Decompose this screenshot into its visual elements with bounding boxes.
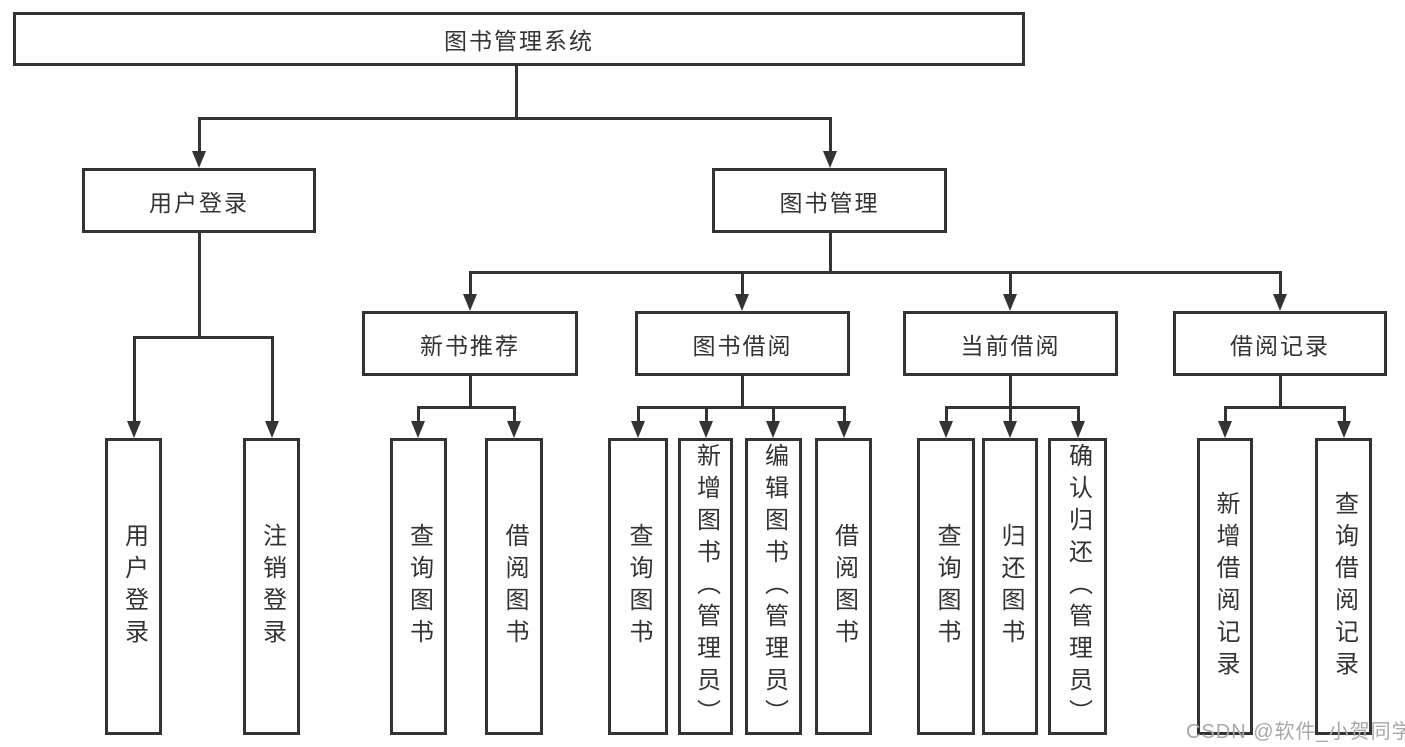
connector-line-vertical: [514, 65, 518, 118]
arrow-stem: [944, 407, 948, 425]
leaf-query-books-recommend: 查询图书: [390, 438, 447, 735]
leaf-add-borrow-record: 新增借阅记录: [1197, 438, 1253, 735]
leaf-query-books-borrowing: 查询图书: [608, 438, 668, 735]
connector-line-vertical: [468, 376, 472, 407]
connector-line-horizontal: [636, 405, 846, 409]
arrow-head-down-icon: [1003, 421, 1017, 438]
arrow-stem: [1008, 272, 1012, 298]
connector-line-horizontal: [197, 116, 832, 120]
arrow-stem: [1076, 407, 1080, 425]
connector-line-vertical: [1278, 376, 1282, 407]
arrow-head-down-icon: [265, 421, 279, 438]
arrow-stem: [704, 407, 708, 425]
arrow-head-down-icon: [699, 421, 713, 438]
connector-line-horizontal: [132, 335, 274, 339]
arrow-stem: [512, 407, 516, 425]
arrow-head-down-icon: [507, 421, 521, 438]
node-book-management: 图书管理: [712, 168, 947, 233]
arrow-head-down-icon: [766, 421, 780, 438]
arrow-stem: [416, 407, 420, 425]
connector-line-horizontal: [416, 405, 516, 409]
arrow-head-down-icon: [735, 294, 749, 311]
connector-line-vertical: [197, 233, 201, 337]
arrow-stem: [468, 272, 472, 298]
arrow-stem: [771, 407, 775, 425]
connector-line-vertical: [1008, 376, 1012, 407]
connector-line-vertical: [828, 233, 832, 272]
arrow-stem: [1223, 407, 1227, 425]
arrow-head-down-icon: [1337, 421, 1351, 438]
arrow-stem: [270, 337, 274, 425]
arrow-stem: [740, 272, 744, 298]
arrow-stem: [842, 407, 846, 425]
arrow-stem: [197, 118, 201, 155]
connector-line-horizontal: [468, 270, 1282, 274]
leaf-logout-login: 注销登录: [243, 438, 300, 735]
leaf-borrow-books-borrowing: 借阅图书: [815, 438, 872, 735]
node-borrowing-records: 借阅记录: [1173, 311, 1387, 376]
leaf-borrow-books-recommend: 借阅图书: [485, 438, 543, 735]
arrow-head-down-icon: [631, 421, 645, 438]
arrow-stem: [132, 337, 136, 425]
arrow-stem: [636, 407, 640, 425]
leaf-confirm-return-admin: 确认归还（管理员）: [1048, 438, 1107, 735]
leaf-return-books: 归还图书: [982, 438, 1038, 735]
arrow-head-down-icon: [127, 421, 141, 438]
node-current-borrowing: 当前借阅: [903, 311, 1118, 376]
connector-line-horizontal: [944, 405, 1080, 409]
arrow-head-down-icon: [463, 294, 477, 311]
node-new-book-recommend: 新书推荐: [362, 311, 578, 376]
arrow-head-down-icon: [1003, 294, 1017, 311]
leaf-edit-books-admin: 编辑图书（管理员）: [745, 438, 802, 735]
arrow-head-down-icon: [1218, 421, 1232, 438]
csdn-watermark: CSDN @软件_小贺同学: [1186, 721, 1405, 743]
connector-line-horizontal: [1223, 405, 1346, 409]
leaf-add-books-admin: 新增图书（管理员）: [678, 438, 733, 735]
arrow-head-down-icon: [411, 421, 425, 438]
arrow-head-down-icon: [192, 151, 206, 168]
arrow-head-down-icon: [1071, 421, 1085, 438]
arrow-head-down-icon: [837, 421, 851, 438]
arrow-stem: [1008, 407, 1012, 425]
arrow-stem: [1342, 407, 1346, 425]
node-root-library-system: 图书管理系统: [13, 12, 1025, 66]
arrow-stem: [1278, 272, 1282, 298]
node-book-borrowing: 图书借阅: [635, 311, 850, 376]
leaf-query-books-current: 查询图书: [917, 438, 975, 735]
leaf-user-login: 用户登录: [105, 438, 162, 735]
arrow-head-down-icon: [939, 421, 953, 438]
leaf-query-borrow-record: 查询借阅记录: [1315, 438, 1372, 735]
arrow-head-down-icon: [1273, 294, 1287, 311]
connector-line-vertical: [740, 376, 744, 407]
arrow-stem: [828, 118, 832, 155]
node-user-login: 用户登录: [82, 168, 316, 233]
arrow-head-down-icon: [823, 151, 837, 168]
